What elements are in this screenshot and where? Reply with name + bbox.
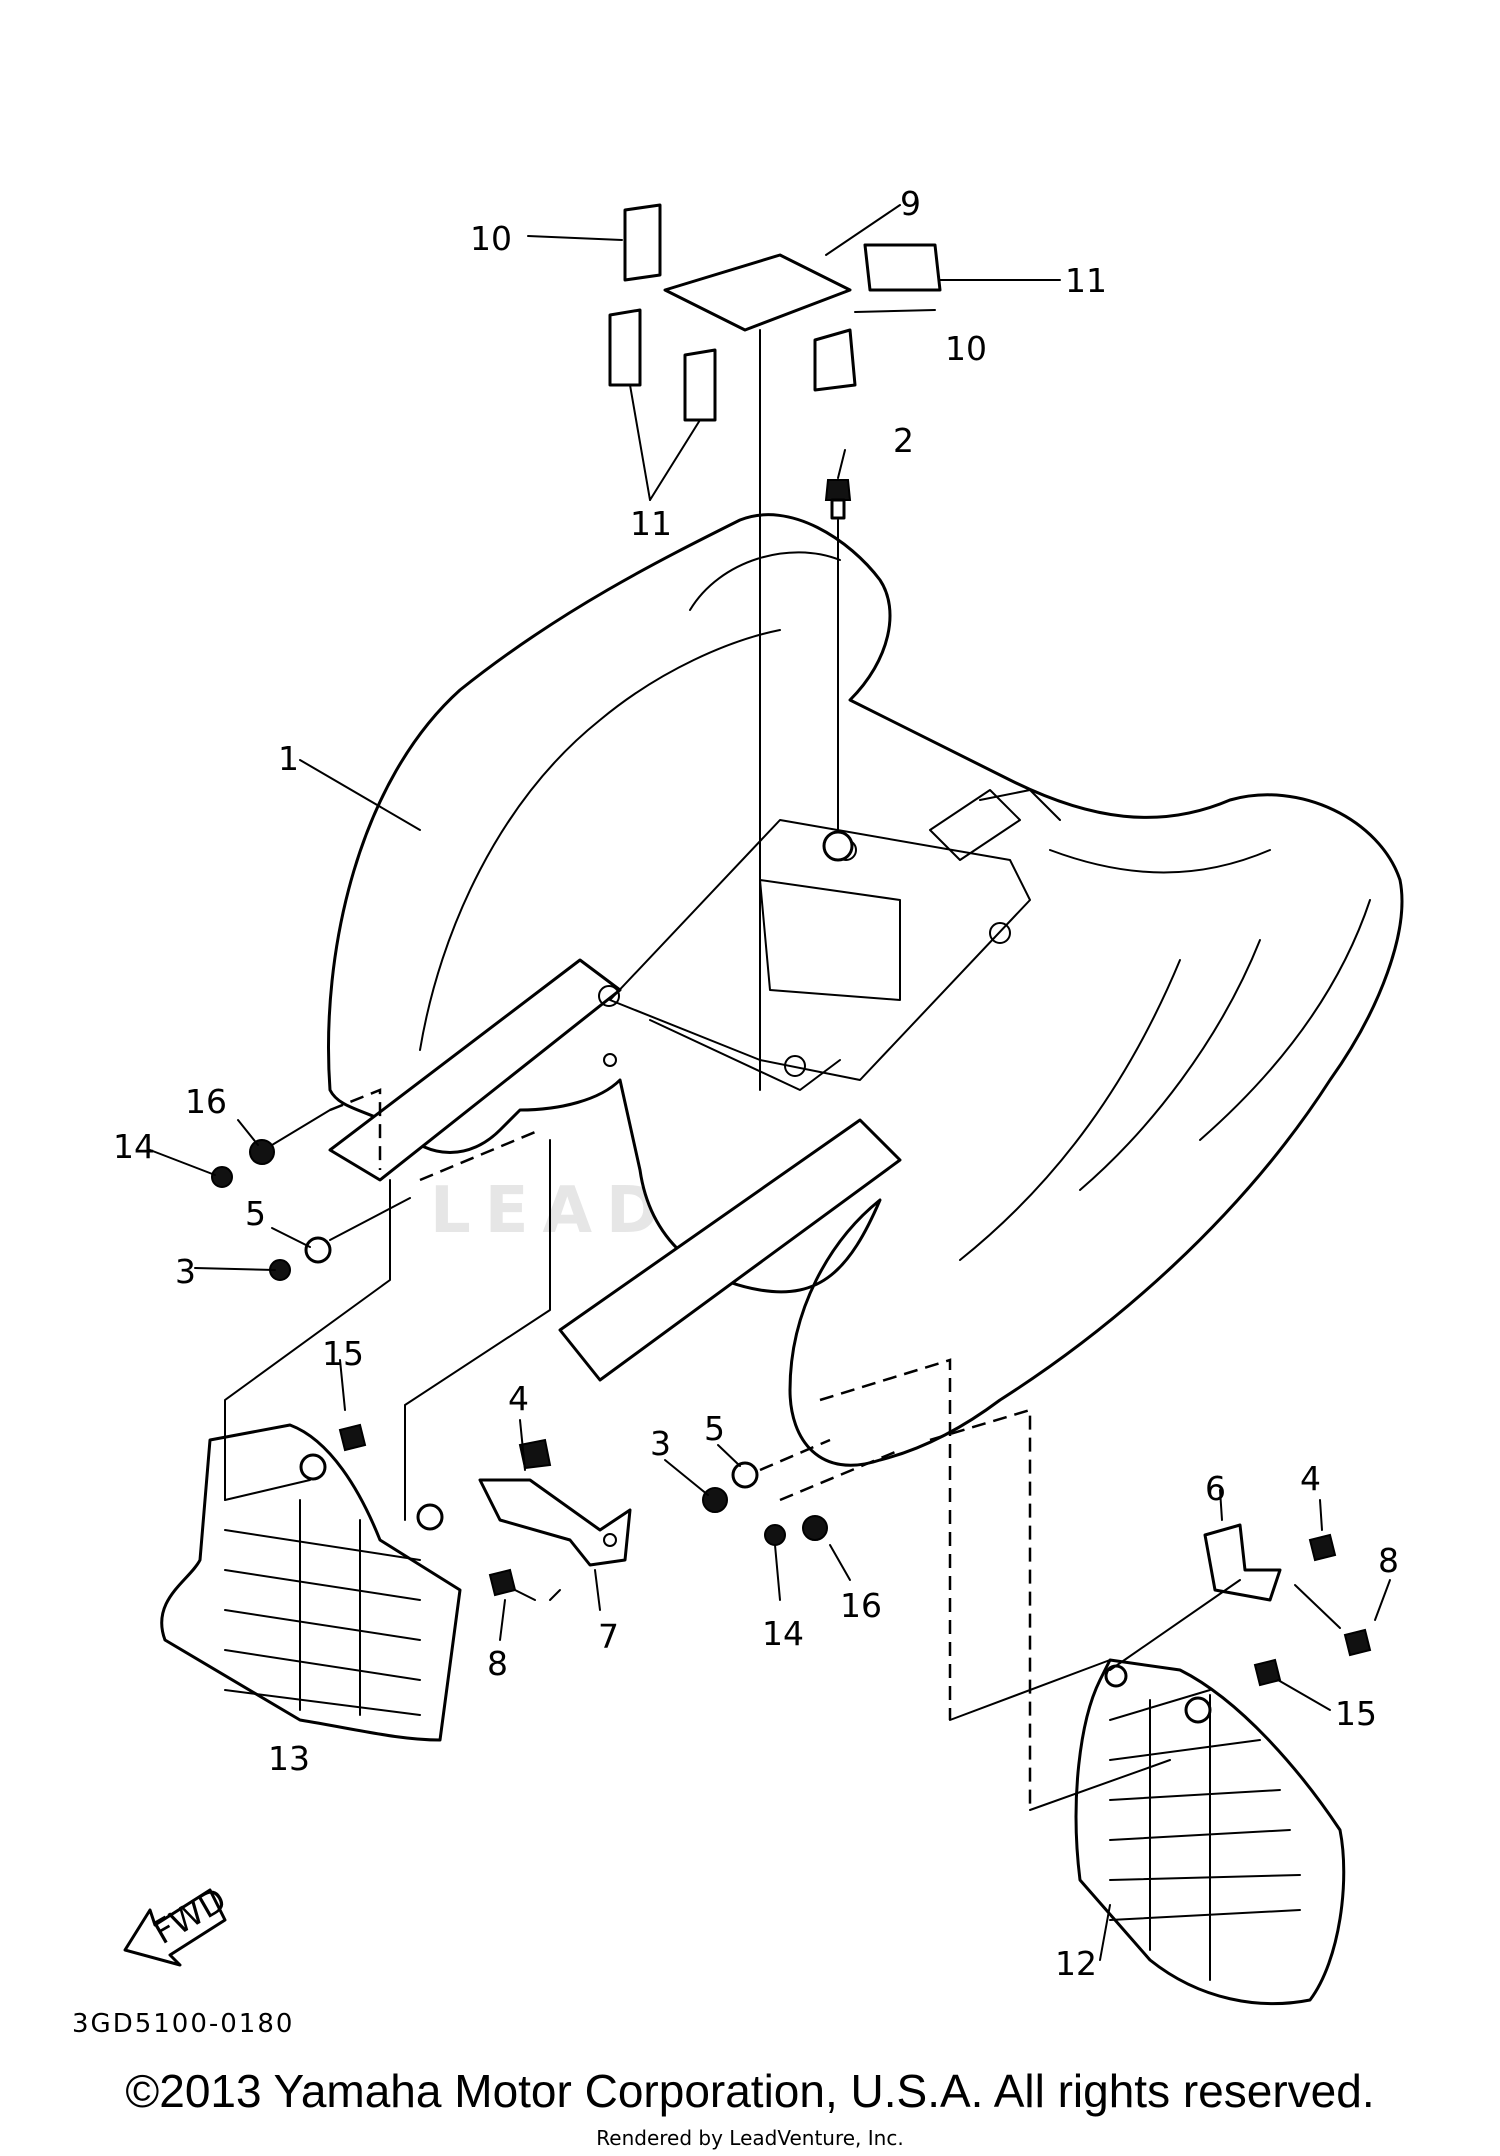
callout-16: 16 xyxy=(185,1082,227,1121)
callout-6: 6 xyxy=(1205,1469,1226,1508)
callout-13: 13 xyxy=(268,1739,310,1778)
callout-14: 14 xyxy=(113,1127,155,1166)
callout-15: 15 xyxy=(1335,1694,1377,1733)
callout-15: 15 xyxy=(322,1334,364,1373)
callout-5: 5 xyxy=(245,1194,266,1233)
callout-8: 8 xyxy=(487,1644,508,1683)
callout-11: 11 xyxy=(630,504,672,543)
part-10-pad-right xyxy=(813,328,857,392)
part-11-pad-left-b xyxy=(683,348,717,422)
callout-8: 8 xyxy=(1378,1541,1399,1580)
callout-7: 7 xyxy=(598,1617,619,1656)
right-fasteners xyxy=(664,1358,1032,1810)
rear-fender xyxy=(327,513,1404,1467)
part-9-pad xyxy=(663,253,852,332)
part-10-pad-left xyxy=(623,203,662,282)
callout-2: 2 xyxy=(893,421,914,460)
callout-lines xyxy=(149,204,1061,1271)
callout-4: 4 xyxy=(508,1379,529,1418)
part-11-pad-left-a xyxy=(608,308,642,387)
callout-4: 4 xyxy=(1300,1459,1321,1498)
drawing-code: 3GD5100-0180 xyxy=(72,2009,294,2039)
part-2-screw xyxy=(822,479,854,862)
callout-14: 14 xyxy=(762,1614,804,1653)
seal-kit xyxy=(608,203,942,1091)
left-fasteners xyxy=(211,1088,541,1281)
rendered-by-notice: Rendered by LeadVenture, Inc. xyxy=(596,2126,904,2150)
copyright-notice: ©2013 Yamaha Motor Corporation, U.S.A. A… xyxy=(125,2065,1375,2117)
callout-10: 10 xyxy=(470,219,512,258)
fwd-arrow: FWD xyxy=(123,1880,233,1967)
part-7-bracket xyxy=(339,1359,632,1641)
callout-10: 10 xyxy=(945,329,987,368)
callout-3: 3 xyxy=(175,1252,196,1291)
part-6-bracket xyxy=(1203,1523,1282,1602)
callout-1: 1 xyxy=(278,739,299,778)
part-11-pad-right xyxy=(863,243,942,292)
part-12-right-guard xyxy=(949,1489,1391,2006)
callout-12: 12 xyxy=(1055,1944,1097,1983)
callout-numbers: 1 2 3 3 4 4 5 5 6 7 8 8 9 10 10 11 11 12… xyxy=(113,184,1399,1983)
callout-3: 3 xyxy=(650,1424,671,1463)
part-13-left-guard xyxy=(160,1139,551,1742)
callout-9: 9 xyxy=(900,184,921,223)
callout-11: 11 xyxy=(1065,261,1107,300)
callout-5: 5 xyxy=(704,1409,725,1448)
callout-16: 16 xyxy=(840,1586,882,1625)
